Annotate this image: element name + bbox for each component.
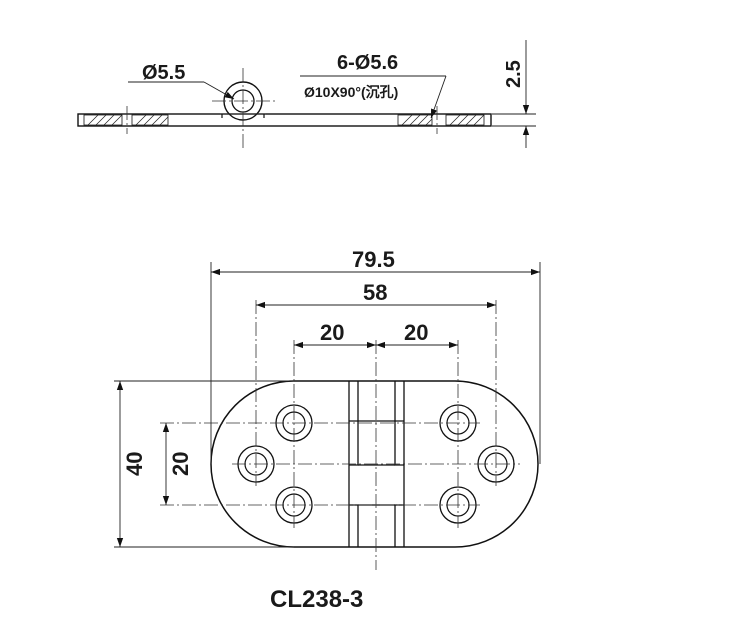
model-number-label: CL238-3: [270, 586, 364, 613]
pin-diameter-label: Ø5.5: [142, 62, 185, 84]
top-view: 79.5 58 20 20 40 20: [114, 247, 541, 570]
hinge-knuckles: [348, 340, 405, 570]
hinge-body-outline: [210, 380, 539, 548]
inner-spacing-right-label: 20: [404, 320, 428, 345]
overall-length-label: 79.5: [352, 247, 395, 272]
side-view: Ø5.5 6-Ø5.6 Ø10X90°(沉孔) 2.5: [77, 40, 536, 148]
hole-callout-label: 6-Ø5.6: [337, 52, 398, 74]
overall-width-label: 40: [122, 452, 147, 476]
side-hole-sections: [83, 106, 485, 134]
countersink-callout-label: Ø10X90°(沉孔): [304, 84, 398, 100]
mounting-holes: [160, 300, 520, 528]
hole-spacing-vertical-label: 20: [168, 452, 193, 476]
inner-spacing-left-label: 20: [320, 320, 344, 345]
thickness-label: 2.5: [503, 60, 525, 88]
side-plate: [77, 113, 492, 127]
outer-hole-span-label: 58: [363, 280, 387, 305]
